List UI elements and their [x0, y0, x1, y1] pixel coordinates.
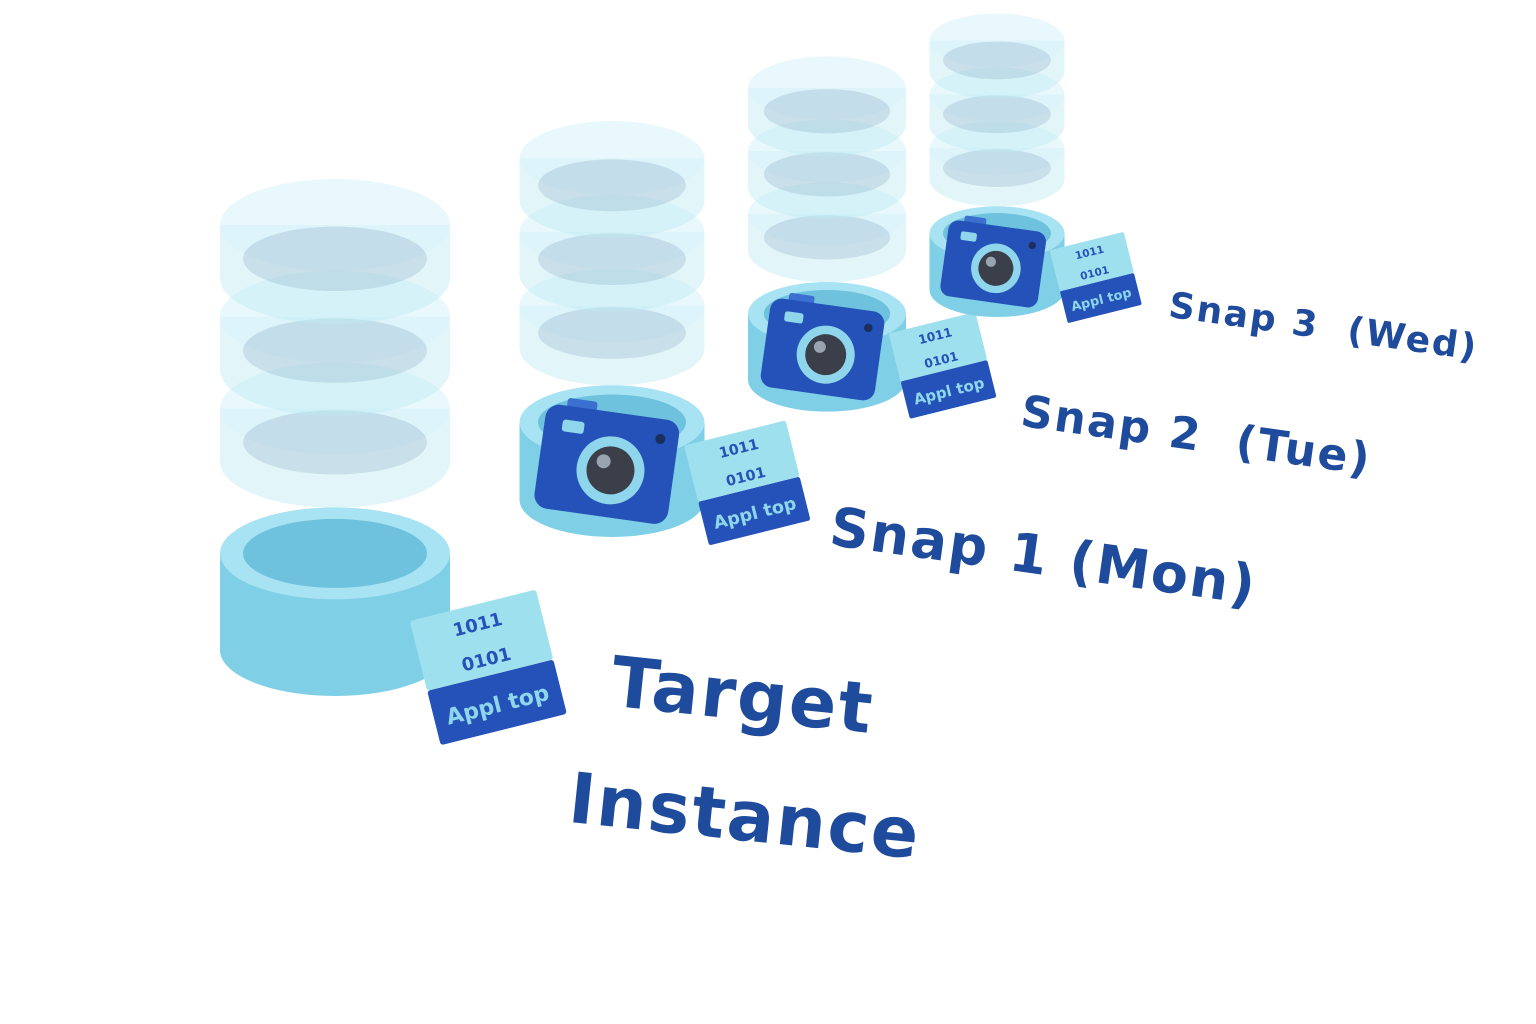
- database-glass-top: [220, 270, 450, 363]
- chip-base: [1060, 273, 1142, 323]
- database-glass-inner: [538, 159, 686, 212]
- database-glass-inner: [243, 410, 427, 475]
- database-glass-inner: [763, 89, 891, 134]
- database-glass-top: [929, 121, 1065, 176]
- database-glass-top: [519, 194, 705, 269]
- camera-icon: [760, 292, 885, 401]
- chip-top: [410, 590, 553, 691]
- database-glass-top: [519, 121, 705, 196]
- chip-base: [698, 477, 811, 545]
- chip-base: [427, 660, 567, 745]
- chip-top: [1050, 232, 1134, 291]
- database-glass-inner: [943, 95, 1051, 134]
- camera-button: [655, 433, 666, 444]
- database-glass-top: [519, 268, 705, 343]
- chip-top: [684, 420, 800, 502]
- database-glass-top: [748, 182, 906, 246]
- database-glass-inner: [243, 318, 427, 383]
- database-glass-top: [929, 13, 1065, 68]
- camera-icon: [534, 398, 680, 524]
- database-glass-top: [220, 178, 450, 271]
- database-glass-inner: [943, 149, 1051, 187]
- chip-base: [901, 360, 997, 419]
- camera-flash: [561, 419, 585, 434]
- camera-lens-glint: [596, 454, 611, 469]
- camera-flash: [784, 311, 804, 324]
- database-glass-inner: [763, 152, 891, 197]
- database-glass-inner: [243, 226, 427, 291]
- label-target: Target Instance: [565, 622, 939, 894]
- camera-lens-glint: [813, 340, 826, 353]
- camera-lens-glint: [985, 256, 997, 267]
- database-glass-top: [929, 67, 1065, 122]
- camera-icon: [940, 215, 1046, 308]
- database-glass-inner: [538, 233, 686, 286]
- chip-top: [889, 312, 987, 382]
- database-glass-inner: [943, 41, 1051, 80]
- database-glass-inner: [538, 307, 686, 359]
- camera-button: [1028, 241, 1036, 250]
- camera-button: [864, 323, 873, 333]
- database-glass-top: [220, 362, 450, 455]
- database-glass-top: [748, 119, 906, 183]
- database-glass-inner: [763, 215, 891, 260]
- camera-flash: [960, 231, 977, 242]
- database-base-inner: [243, 518, 427, 588]
- database-glass-top: [748, 56, 906, 120]
